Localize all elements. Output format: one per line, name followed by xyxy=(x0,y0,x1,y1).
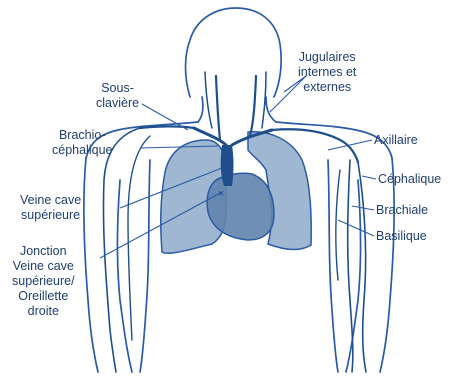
leader-basilique xyxy=(338,220,374,236)
leader-cephalique xyxy=(362,176,376,179)
head-outline xyxy=(186,8,282,97)
neck-right xyxy=(266,97,276,122)
brachial-vein-right xyxy=(348,160,353,372)
label-basilique: Basilique xyxy=(376,229,427,244)
jugular-vein-right-external xyxy=(262,72,266,128)
label-cephalique: Céphalique xyxy=(378,172,441,187)
label-brachiale: Brachiale xyxy=(376,203,428,218)
label-sous-claviere: Sous- clavière xyxy=(96,81,139,111)
label-brachio-cephalique: Brachio- céphalique xyxy=(52,128,112,158)
basilic-vein-right xyxy=(336,170,340,280)
jugular-vein-right-internal xyxy=(250,76,256,136)
subclavian-vein-right xyxy=(272,129,336,138)
label-jonction: Jonction Veine cave supérieure/ Oreillet… xyxy=(12,244,75,319)
neck-left xyxy=(198,97,203,122)
jugular-vein-left-external xyxy=(205,72,212,128)
label-veine-cave-superieure: Veine cave supérieure xyxy=(20,193,81,223)
torso-left xyxy=(140,160,150,372)
subclavian-vein-left xyxy=(140,127,194,129)
label-axillaire: Axillaire xyxy=(374,133,418,148)
axillary-vein-right xyxy=(336,138,358,162)
superior-vena-cava xyxy=(221,145,234,186)
arm-left-outer xyxy=(84,158,98,372)
jugular-vein-left-internal xyxy=(216,76,220,140)
arm-right-outer xyxy=(380,158,394,372)
label-jugulaires: Jugulaires internes et externes xyxy=(298,50,356,95)
